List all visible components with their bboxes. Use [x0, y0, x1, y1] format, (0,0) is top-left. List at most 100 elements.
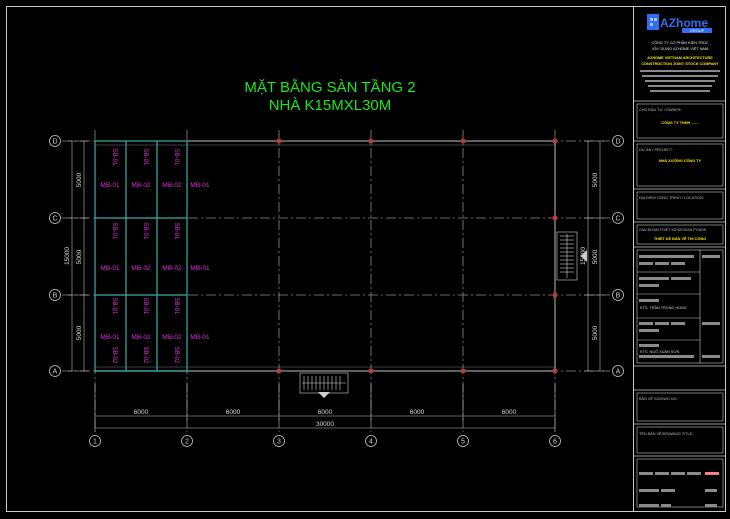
beam-label-sb01: SB-01: [142, 149, 148, 166]
beam-label-sb01: SB-01: [111, 149, 117, 166]
slab-label-mb02: MB-02: [162, 182, 182, 189]
dimension-value: 6000: [410, 409, 425, 416]
slab-label-mb02: MB-02: [131, 265, 151, 272]
staircase-right: [556, 231, 578, 281]
owner-value: CÔNG TY TNHH .......: [661, 120, 698, 125]
row-bubbles-left: D C B A: [49, 135, 61, 377]
slab-label-mb02: MB-02: [162, 265, 182, 272]
axis-label-row: B: [616, 293, 621, 300]
location-label: ĐỊA ĐIỂM CÔNG TRÌNH / LOCATION:: [639, 195, 704, 200]
title-block-frame: [633, 6, 726, 512]
dimension-total: 15000: [64, 247, 71, 265]
slab-label-mb02: MB-02: [162, 334, 182, 341]
left-dimensions: [68, 140, 88, 372]
design-stage-label: GIAI ĐOẠN THIẾT KẾ/DESIGN PHASE:: [639, 227, 707, 232]
slab-label-mb01: MB-01: [190, 334, 210, 341]
company-address-lines: [640, 70, 720, 92]
dimension-value: 5000: [76, 249, 83, 264]
axis-label-row: A: [53, 369, 58, 376]
checker-name: KTS. NGÔ XUÂN SƠN: [640, 349, 680, 354]
axis-label-col: 2: [185, 439, 189, 446]
drawing-no-label: BẢN VẼ SỐ/DWG NO.: [639, 396, 678, 401]
owner-label: CHỦ ĐẦU TƯ / OWNER:: [639, 107, 682, 112]
vertical-axes: [94, 130, 556, 432]
beam-label-sb02: SB-02: [142, 347, 148, 364]
project-label: DỰ ÁN / PROJECT:: [639, 148, 673, 152]
axis-label-row: B: [53, 293, 58, 300]
project-value: NHÀ XƯỞNG CÔNG TY: [659, 158, 702, 163]
signature-table-text-bars: [639, 255, 720, 358]
bottom-dimension-text: 6000 6000 6000 6000 6000 30000: [134, 409, 517, 428]
design-stage-value: THIẾT KẾ BẢN VẼ THI CÔNG: [654, 236, 706, 241]
axis-label-row: C: [52, 216, 57, 223]
axis-label-col: 6: [553, 439, 557, 446]
title-block-text: CHỦ ĐẦU TƯ / OWNER: CÔNG TY TNHH .......…: [639, 107, 707, 436]
company-name-vn-2: XÂY DỰNG AZHOME VIỆT NAM: [652, 46, 708, 51]
slab-label-mb02: MB-02: [131, 182, 151, 189]
secondary-beam-labels: SB-01 SB-01 SB-01 SB-01 SB-01 SB-01 SB-0…: [111, 149, 179, 364]
drawing-title-line1: MẶT BẰNG SÀN TẦNG 2: [244, 78, 415, 96]
title-block-boxes: [636, 103, 724, 508]
beam-label-sb01: SB-01: [173, 149, 179, 166]
sheet-info-bars: [639, 472, 719, 507]
title-block-separators: [634, 100, 726, 457]
axis-label-row: C: [615, 216, 620, 223]
dimension-value: 6000: [134, 409, 149, 416]
row-bubbles-right: D C B A: [612, 135, 624, 377]
dimension-value: 6000: [502, 409, 517, 416]
staircase-bottom: [299, 372, 349, 394]
beam-label-sb01: SB-01: [142, 298, 148, 315]
logo-text: AZhome: [660, 16, 708, 30]
left-dimension-text: 5000 5000 5000 15000: [64, 172, 83, 340]
slab-label-mb01: MB-01: [100, 182, 120, 189]
beam-label-sb01: SB-01: [173, 223, 179, 240]
company-info: CÔNG TY CỔ PHẦN KIẾN TRÚC XÂY DỰNG AZHOM…: [641, 40, 719, 66]
slab-label-mb01: MB-01: [190, 182, 210, 189]
stair-arrow-bottom: [318, 392, 330, 398]
logo-subtext: GROUP: [690, 28, 705, 33]
axis-label-row: A: [616, 369, 621, 376]
slab-label-mb02: MB-02: [131, 334, 151, 341]
dimension-value: 5000: [76, 172, 83, 187]
designer-name: KTS. TRẦN TRỌNG HÙNG: [640, 305, 687, 310]
beam-label-sb01: SB-01: [111, 298, 117, 315]
company-name-vn: CÔNG TY CỔ PHẦN KIẾN TRÚC: [652, 40, 709, 45]
dimension-value: 6000: [226, 409, 241, 416]
dimension-value: 5000: [592, 172, 599, 187]
column-markers: [277, 139, 557, 373]
company-logo: AZhome GROUP: [647, 14, 712, 33]
mezzanine-beams: [94, 140, 188, 372]
beam-label-sb01: SB-01: [111, 223, 117, 240]
beam-label-sb02: SB-02: [111, 347, 117, 364]
slab-label-mb01: MB-01: [190, 265, 210, 272]
axis-label-row: D: [52, 139, 57, 146]
slab-labels: MB-01 MB-02 MB-02 MB-01 MB-01 MB-02 MB-0…: [100, 182, 210, 341]
beam-label-sb02: SB-02: [173, 347, 179, 364]
beam-label-sb01: SB-01: [142, 223, 148, 240]
column-bubbles: 1 2 3 4 5 6: [89, 435, 561, 447]
axis-label-col: 3: [277, 439, 281, 446]
axis-label-col: 4: [369, 439, 373, 446]
dimension-total: 30000: [316, 421, 334, 428]
axis-label-col: 1: [93, 439, 97, 446]
dimension-total: 15000: [580, 247, 587, 265]
slab-label-mb01: MB-01: [100, 265, 120, 272]
bottom-dimensions: [94, 384, 556, 432]
dimension-value: 5000: [592, 325, 599, 340]
company-name-en: AZHOME VIETNAM ARCHITECTURE: [647, 56, 713, 60]
dimension-value: 5000: [592, 249, 599, 264]
slab-label-mb01: MB-01: [100, 334, 120, 341]
axis-label-row: D: [615, 139, 620, 146]
company-name-en-2: CONSTRUCTION JOINT STOCK COMPANY: [641, 62, 719, 66]
axis-label-col: 5: [461, 439, 465, 446]
dimension-value: 5000: [76, 325, 83, 340]
right-dimensions: [584, 140, 604, 372]
dimension-value: 6000: [318, 409, 333, 416]
logo-icon: [647, 14, 659, 30]
drawing-title-line2: NHÀ K15MXL30M: [269, 97, 392, 114]
beam-label-sb01: SB-01: [173, 298, 179, 315]
drawing-title-label: TÊN BẢN VẼ/DRAWING TITLE:: [639, 431, 693, 436]
right-dimension-text: 5000 5000 5000 15000: [580, 172, 599, 340]
